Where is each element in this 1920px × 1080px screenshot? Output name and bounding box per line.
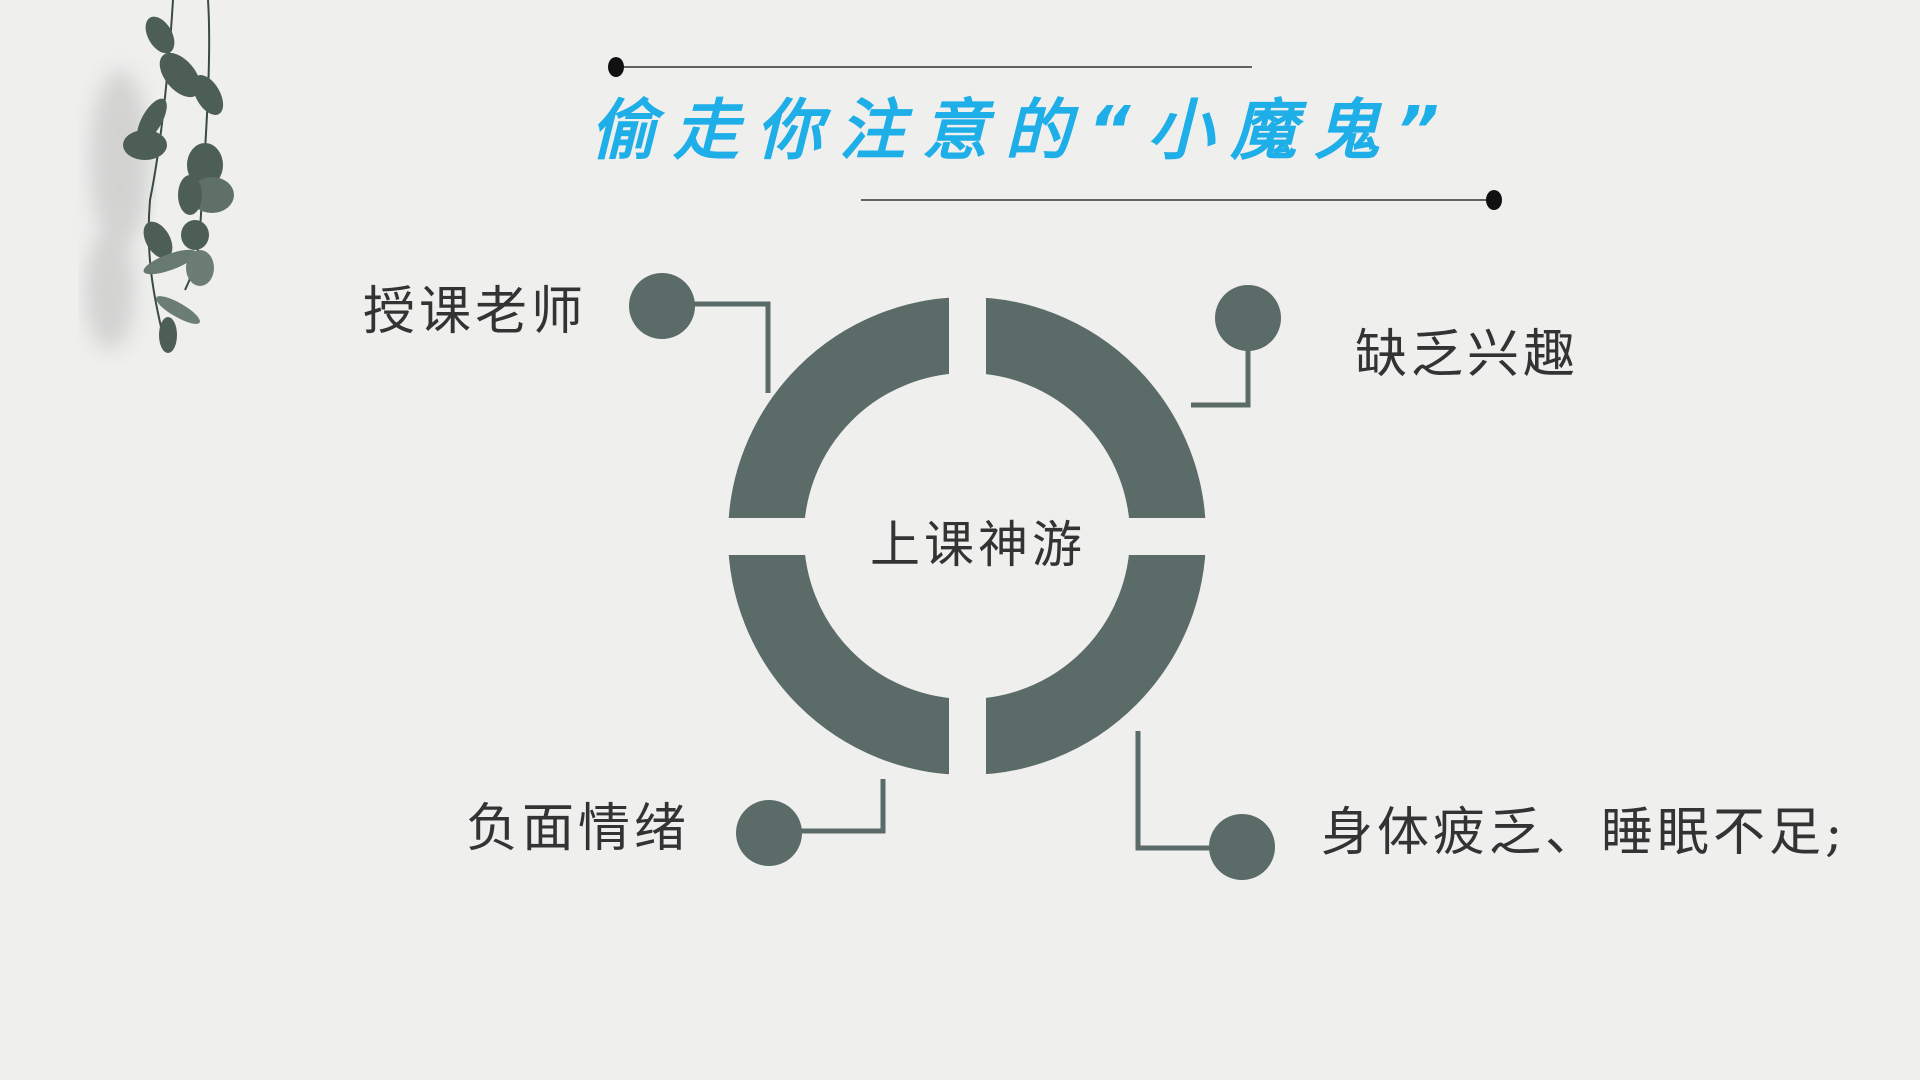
factor-label-interest: 缺乏兴趣	[1355, 325, 1580, 385]
connector-top-left	[690, 301, 771, 393]
connector-top-right	[1191, 340, 1251, 408]
title-top-dot	[608, 57, 624, 77]
factor-label-fatigue: 身体疲乏、睡眠不足;	[1321, 803, 1847, 863]
node-top-right	[1215, 285, 1281, 351]
factor-label-emotion: 负面情绪	[466, 799, 691, 859]
connector-bottom-right	[1135, 731, 1220, 851]
factor-label-teacher: 授课老师	[363, 282, 588, 342]
node-bottom-left	[736, 800, 802, 866]
slide-title: 偷走你注意的“小魔鬼”	[590, 92, 1457, 169]
node-top-left	[629, 273, 695, 339]
node-bottom-right	[1209, 814, 1275, 880]
ring	[700, 280, 1230, 800]
title-bottom-dot	[1486, 190, 1502, 210]
connector-bottom-left	[795, 779, 886, 834]
plant-decoration	[85, 0, 234, 353]
center-label: 上课神游	[870, 516, 1086, 574]
